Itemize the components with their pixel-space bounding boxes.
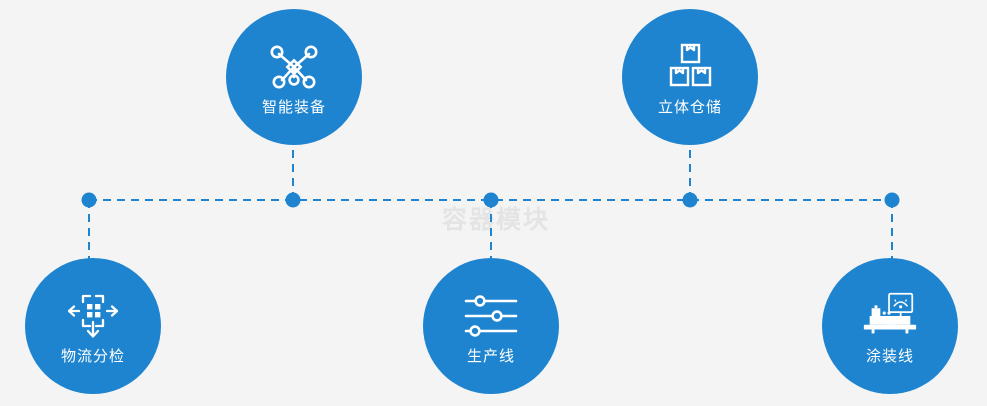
- junction-dot-painting-line: [884, 192, 900, 208]
- stacked-boxes-icon: [660, 40, 720, 94]
- node-label: 涂装线: [865, 347, 914, 365]
- node-production-line[interactable]: 生产线: [423, 258, 559, 394]
- watermark-text: 容器模块: [442, 206, 551, 234]
- coating-machine-icon: [860, 289, 920, 343]
- node-logistics-sorting[interactable]: 物流分检: [25, 258, 161, 394]
- node-smart-equipment[interactable]: 智能装备: [226, 9, 362, 145]
- node-painting-line[interactable]: 涂装线: [822, 258, 958, 394]
- junction-dot-smart-equipment: [285, 192, 301, 208]
- node-label: 智能装备: [261, 98, 326, 116]
- node-label: 立体仓储: [657, 98, 722, 116]
- junction-dot-production-line: [483, 192, 499, 208]
- node-label: 生产线: [466, 347, 515, 365]
- junction-dot-logistics-sorting: [81, 192, 97, 208]
- junction-dot-solid-storage: [682, 192, 698, 208]
- network-nodes-icon: [264, 40, 324, 94]
- node-solid-storage[interactable]: 立体仓储: [622, 9, 758, 145]
- sliders-icon: [461, 289, 521, 343]
- node-label: 物流分检: [60, 347, 125, 365]
- sorting-arrows-icon: [63, 289, 123, 343]
